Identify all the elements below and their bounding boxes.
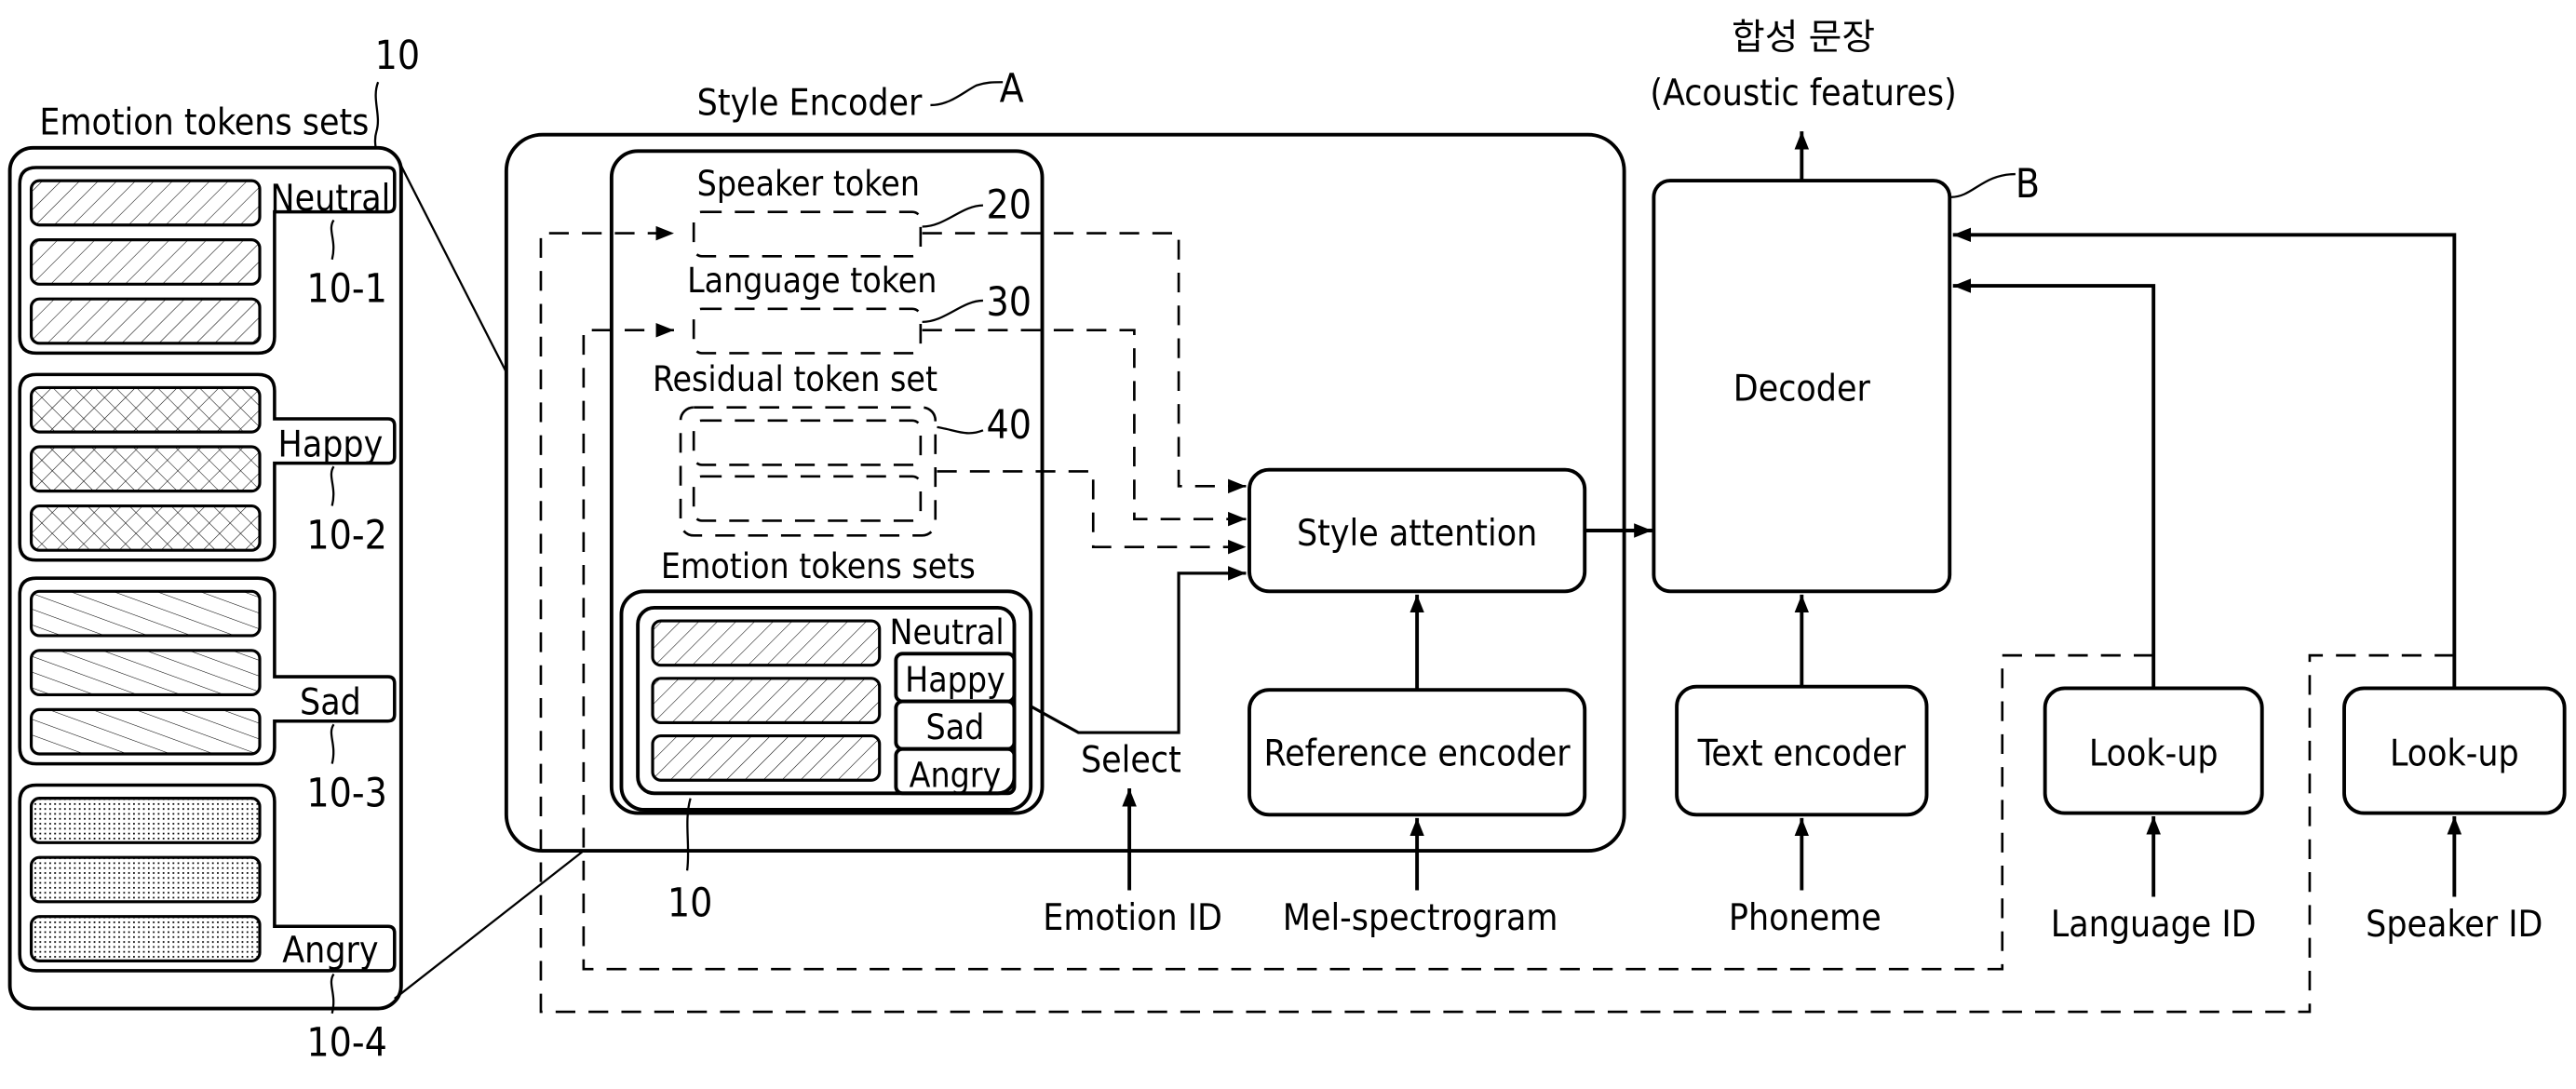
emotion-token-bar xyxy=(29,589,262,638)
emotion-group-sad: Sad 10-3 xyxy=(18,576,397,815)
inner-emotion-tag-happy: Happy xyxy=(905,660,1005,700)
language-lookup-label: Look-up xyxy=(2089,733,2219,774)
language-token-ref: 30 xyxy=(986,279,1031,325)
residual-token xyxy=(692,419,923,466)
emotion-group-neutral: Neutral 10-1 xyxy=(18,166,397,356)
emotion-panel-title: Emotion tokens sets xyxy=(39,102,369,144)
decoder-box xyxy=(1652,179,1952,594)
residual-token-set-ref: 40 xyxy=(986,402,1031,448)
speaker-token-leader xyxy=(922,204,983,228)
text-encoder-label: Text encoder xyxy=(1697,733,1907,774)
speaker-lookup-to-speaker-token xyxy=(539,225,2455,1014)
emotion-group-ref: 10-3 xyxy=(306,770,387,815)
style-encoder-leader xyxy=(930,81,1004,107)
speaker-id-label: Speaker ID xyxy=(2366,904,2542,946)
emotion-group-happy: Happy 10-2 xyxy=(18,372,397,562)
inner-emotion-tag-sad: Sad xyxy=(926,707,985,747)
emotion-group-leader xyxy=(330,973,335,1015)
language-lookup-to-language-token xyxy=(582,322,2154,971)
emotion-group-leader xyxy=(330,465,335,506)
inner-emotion-token xyxy=(651,734,882,782)
phoneme-label: Phoneme xyxy=(1729,897,1881,939)
decoder-label: Decoder xyxy=(1733,369,1871,410)
language-token-to-attention xyxy=(922,329,1247,527)
residual-token-set-leader xyxy=(937,425,984,435)
inner-emotion-sets-label: Emotion tokens sets xyxy=(661,546,976,586)
emotion-panel-ref: 10 xyxy=(375,33,420,78)
residual-token xyxy=(692,475,923,522)
emotion-token-bar xyxy=(29,915,262,962)
emotion-group-label: Neutral xyxy=(270,178,390,220)
language-token-leader xyxy=(922,299,983,324)
style-encoder-label: Style Encoder xyxy=(697,83,923,125)
emotion-group-angry: Angry 10-4 xyxy=(18,783,397,1066)
language-token xyxy=(692,307,923,355)
inner-emotion-tag-neutral: Neutral xyxy=(890,612,1005,652)
speaker-lookup-label: Look-up xyxy=(2390,733,2519,774)
emotion-token-bar xyxy=(29,649,262,697)
output-korean-label: 합성 문장 xyxy=(1732,17,1875,59)
style-encoder: Style Encoder A Speaker token 20 Languag… xyxy=(504,65,1626,926)
emotion-group-ref: 10-2 xyxy=(306,512,387,558)
residual-to-attention xyxy=(937,470,1247,555)
emotion-group-label: Angry xyxy=(282,930,378,972)
emotion-group-leader xyxy=(330,723,335,764)
inner-emotion-tag-angry: Angry xyxy=(910,755,1002,795)
emotion-group-label: Sad xyxy=(300,682,361,724)
style-attention-label: Style attention xyxy=(1297,513,1537,555)
inner-emotion-token xyxy=(651,677,882,725)
select-label: Select xyxy=(1081,739,1181,781)
style-encoder-ref: A xyxy=(1000,65,1024,111)
emotion-token-bar xyxy=(29,855,262,904)
language-lookup-to-decoder xyxy=(1952,278,2156,689)
reference-encoder-label: Reference encoder xyxy=(1264,733,1571,774)
decoder-leader xyxy=(1950,172,2016,198)
emotion-token-bar xyxy=(29,797,262,844)
emotion-token-bar xyxy=(29,504,262,552)
speaker-token-label: Speaker token xyxy=(697,164,920,204)
mel-spectrogram-label: Mel-spectrogram xyxy=(1283,897,1558,939)
inner-sets-ref: 10 xyxy=(668,881,712,926)
speaker-token xyxy=(692,210,923,258)
emotion-token-bar xyxy=(29,445,262,493)
language-token-label: Language token xyxy=(687,261,937,301)
emotion-token-bar xyxy=(29,385,262,434)
language-id-label: Language ID xyxy=(2051,904,2257,946)
emotion-group-label: Happy xyxy=(278,424,384,466)
emotion-token-bar xyxy=(29,707,262,756)
inner-sets-leader xyxy=(685,798,692,871)
emotion-group-ref: 10-1 xyxy=(306,266,387,312)
emotion-id-label: Emotion ID xyxy=(1043,897,1222,939)
tag-angry-box xyxy=(894,746,1017,796)
speaker-lookup-to-decoder xyxy=(1952,227,2457,689)
residual-token-set-label: Residual token set xyxy=(653,359,937,399)
output-english-label: (Acoustic features) xyxy=(1650,73,1956,114)
select-arrow xyxy=(1030,566,1247,734)
speaker-token-to-attention xyxy=(922,232,1247,494)
emotion-token-bar xyxy=(29,179,262,227)
speaker-token-ref: 20 xyxy=(986,182,1031,228)
emotion-token-bar xyxy=(29,297,262,345)
emotion-group-ref: 10-4 xyxy=(306,1020,387,1066)
emotion-token-bar xyxy=(29,238,262,286)
decoder-ref: B xyxy=(2016,161,2040,207)
emotion-group-leader xyxy=(330,219,335,261)
inner-emotion-token xyxy=(651,619,882,667)
